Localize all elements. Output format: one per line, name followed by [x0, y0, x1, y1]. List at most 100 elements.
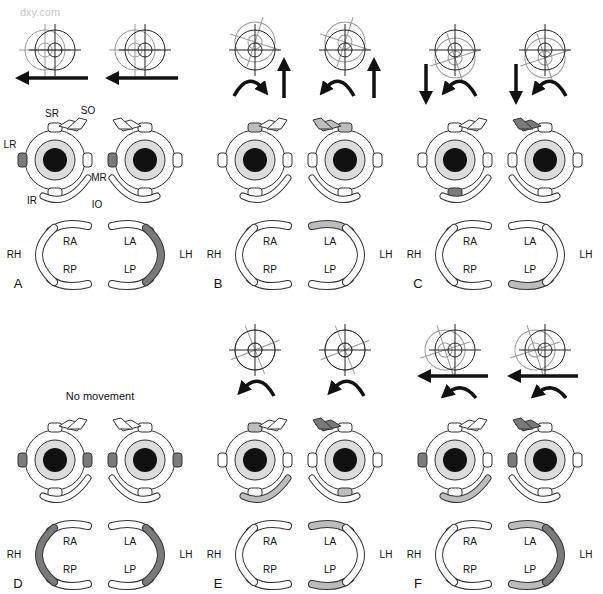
label: SO: [81, 106, 95, 116]
eye: [418, 418, 492, 499]
label: IR: [27, 196, 37, 206]
panel: [18, 418, 182, 586]
motion-arrow: [536, 81, 566, 96]
label: D: [13, 577, 22, 590]
panel: [412, 317, 582, 586]
motion-arrow: [372, 64, 376, 98]
eye: [218, 418, 292, 499]
gaze-icon: [19, 24, 81, 76]
label: LP: [524, 565, 536, 575]
eye: [508, 118, 582, 199]
label: LA: [324, 537, 336, 547]
label: RP: [63, 565, 77, 575]
label: LH: [380, 550, 393, 560]
eye: [508, 418, 582, 499]
motion-arrow: [424, 374, 488, 378]
motion-arrow: [22, 76, 88, 80]
label: LP: [124, 565, 136, 575]
label: RP: [263, 565, 277, 575]
label: RH: [207, 250, 221, 260]
label: LH: [180, 550, 193, 560]
label: RP: [463, 565, 477, 575]
label: RH: [407, 250, 421, 260]
label: RA: [463, 537, 477, 547]
motion-arrow: [282, 64, 286, 98]
label: No movement: [66, 391, 134, 402]
canal-diagram: [39, 224, 161, 286]
label: LA: [524, 537, 536, 547]
label: LA: [124, 237, 136, 247]
motion-arrow: [234, 81, 264, 96]
motion-arrow: [324, 81, 354, 96]
label: MR: [91, 173, 107, 183]
eye: [108, 118, 182, 199]
label: C: [413, 277, 422, 290]
motion-arrow: [424, 64, 428, 98]
motion-arrow: [536, 388, 566, 398]
eye: [18, 418, 92, 499]
gaze-icon: [312, 9, 378, 76]
eye: [308, 418, 382, 499]
motion-arrow: [446, 388, 476, 398]
label: LR: [4, 140, 17, 150]
label: LA: [524, 237, 536, 247]
gaze-icon: [221, 316, 289, 384]
eye: [218, 118, 292, 199]
eye: [418, 118, 492, 199]
label: RP: [463, 265, 477, 275]
label: RP: [263, 265, 277, 275]
label: RH: [7, 550, 21, 560]
motion-arrow: [112, 76, 178, 80]
canal-diagram: [439, 524, 561, 586]
panel: [418, 24, 582, 286]
label: LH: [580, 250, 593, 260]
label: RA: [63, 237, 77, 247]
gaze-icon: [109, 24, 171, 76]
label: LP: [324, 565, 336, 575]
panel: [218, 9, 382, 286]
canal-diagram: [439, 224, 561, 286]
motion-arrow: [332, 381, 364, 396]
label: LH: [380, 250, 393, 260]
label: RA: [263, 537, 277, 547]
motion-arrow: [514, 374, 578, 378]
canal-diagram: [239, 224, 361, 286]
label: F: [414, 577, 422, 590]
eye: [18, 118, 92, 199]
label: LH: [580, 550, 593, 560]
label: LP: [324, 265, 336, 275]
label: LH: [180, 250, 193, 260]
label: SR: [45, 109, 59, 119]
label: RH: [407, 550, 421, 560]
gaze-icon: [311, 316, 379, 384]
canal-diagram: [39, 524, 161, 586]
gaze-icon: [222, 9, 288, 76]
label: E: [214, 577, 223, 590]
watermark: dxy.com: [20, 7, 60, 18]
label: RA: [63, 537, 77, 547]
gaze-icon: [502, 317, 571, 383]
label: LP: [524, 265, 536, 275]
label: RA: [463, 237, 477, 247]
label: LP: [124, 265, 136, 275]
eye: [108, 418, 182, 499]
motion-arrow: [446, 81, 476, 96]
panel: [18, 24, 182, 286]
label: LA: [124, 537, 136, 547]
label: RP: [63, 265, 77, 275]
motion-arrow: [242, 381, 274, 396]
label: RH: [207, 550, 221, 560]
motion-arrow: [514, 64, 518, 98]
canal-diagram: [239, 524, 361, 586]
label: IO: [92, 200, 103, 210]
label: RH: [7, 250, 21, 260]
label: LA: [324, 237, 336, 247]
label: B: [214, 277, 223, 290]
eye: [308, 118, 382, 199]
label: A: [14, 277, 23, 290]
panel: [218, 316, 382, 586]
gaze-icon: [412, 317, 481, 383]
label: RA: [263, 237, 277, 247]
